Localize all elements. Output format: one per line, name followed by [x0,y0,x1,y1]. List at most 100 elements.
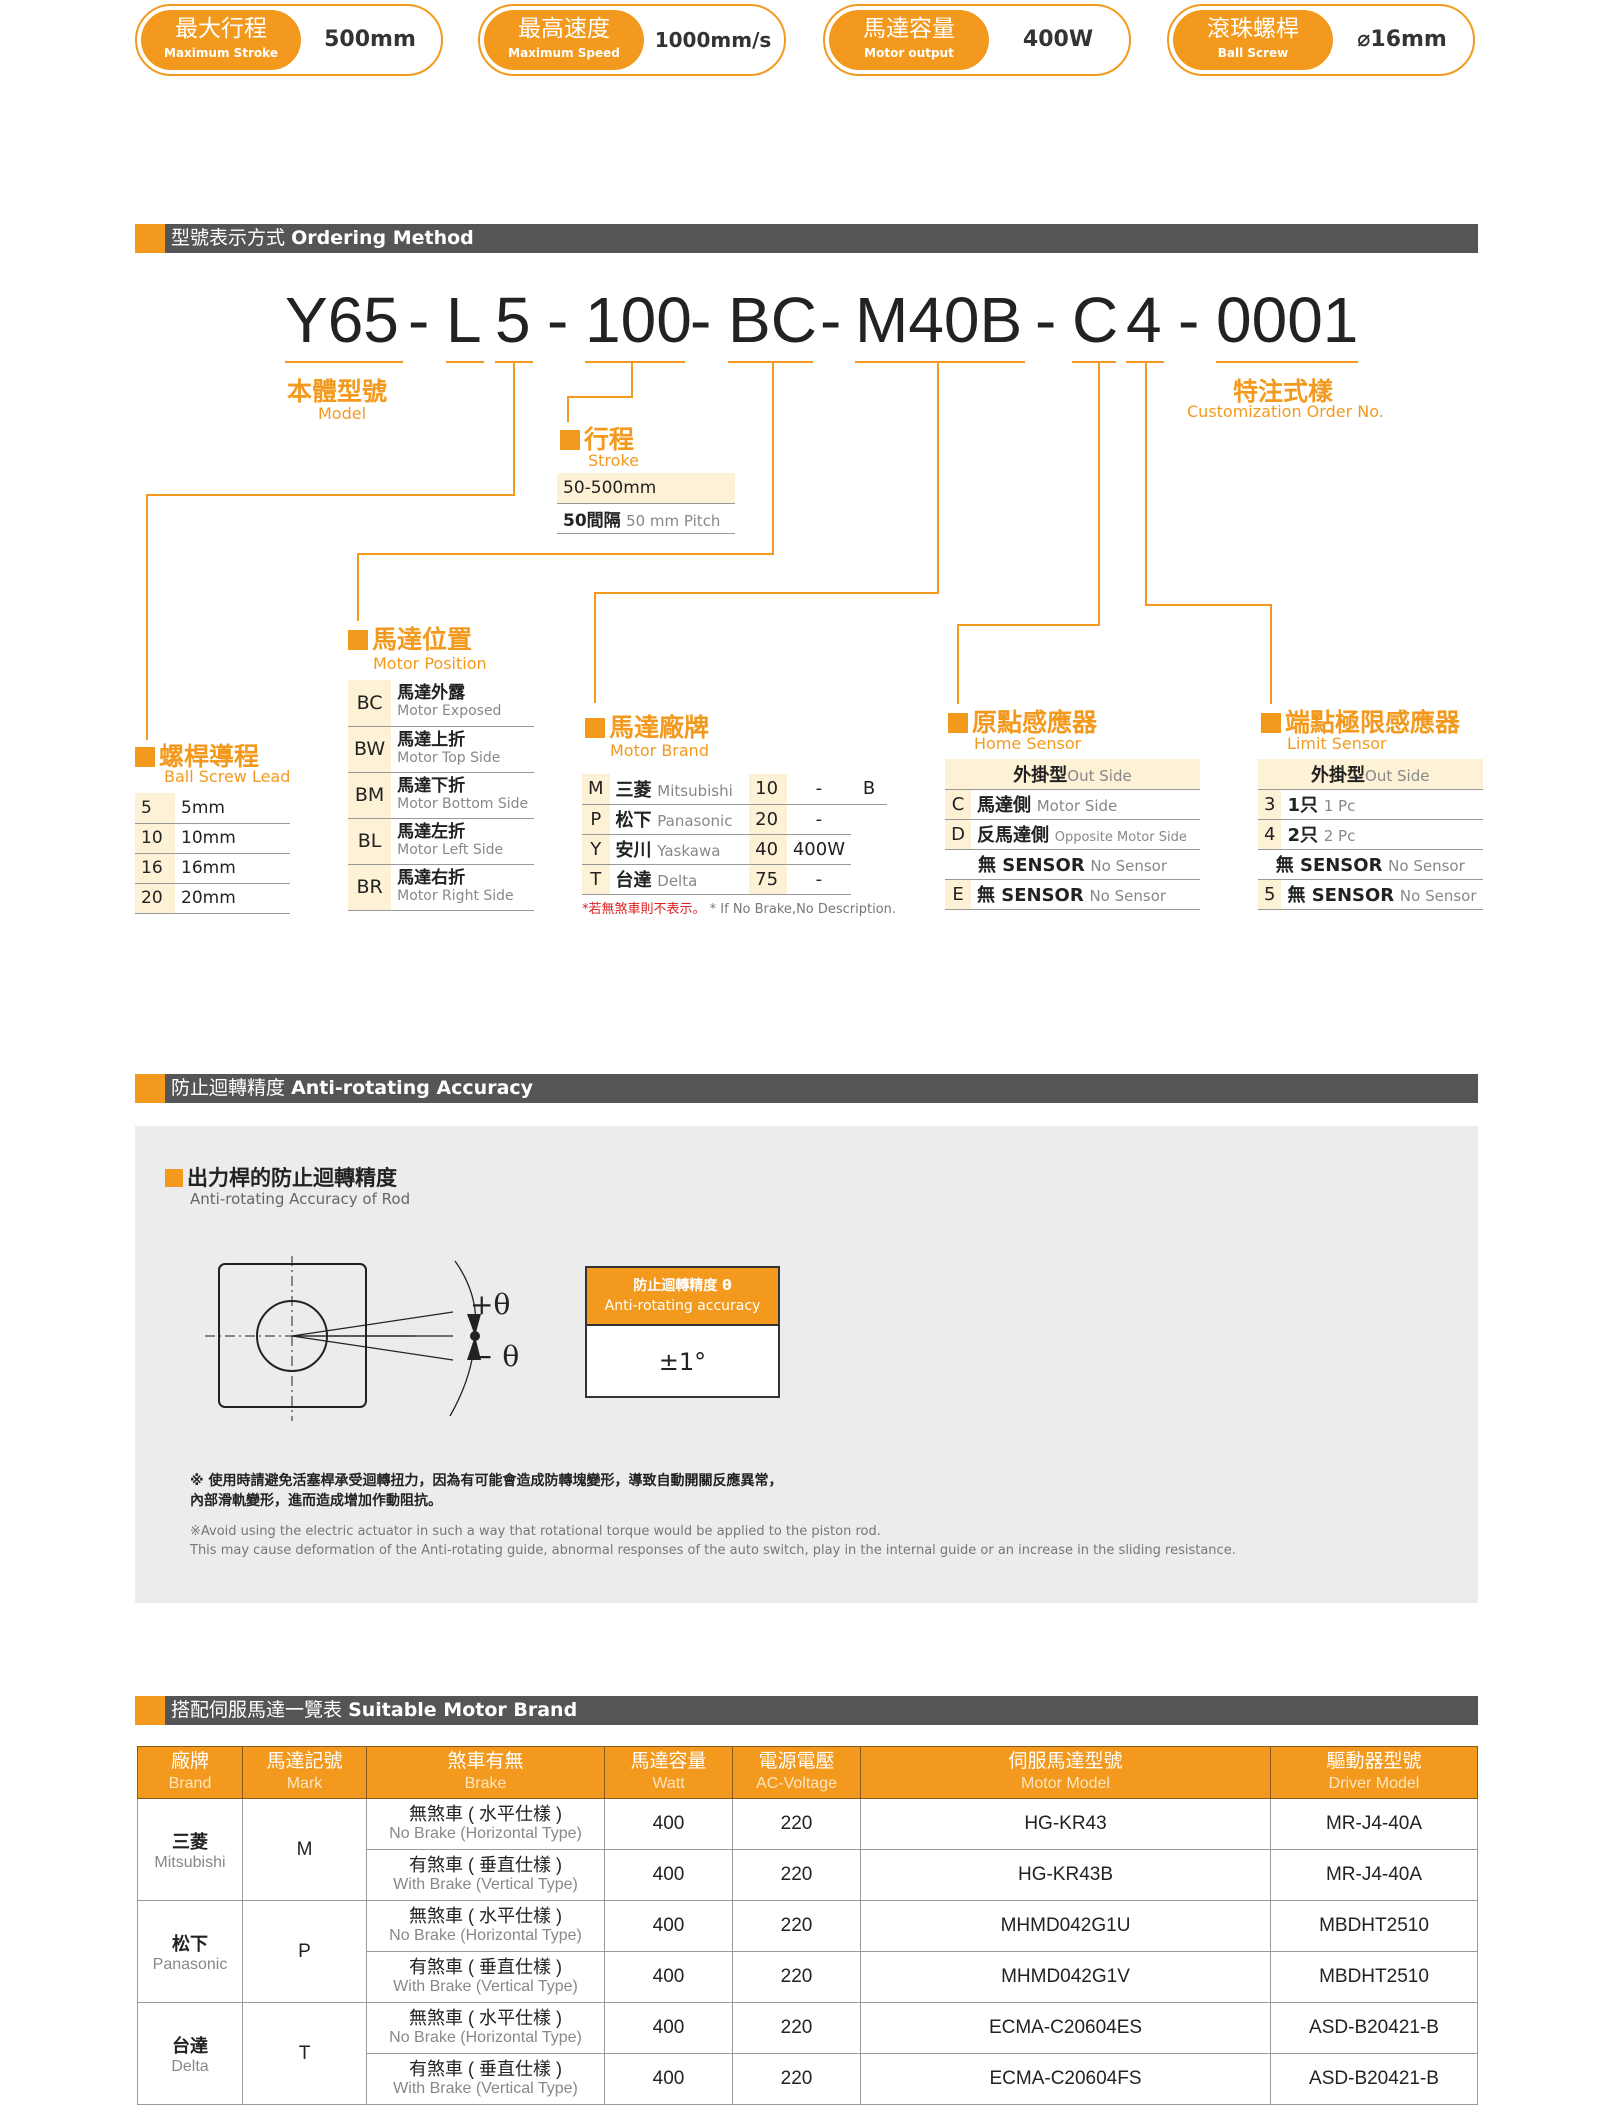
home-code: D [945,819,971,850]
brand-note-zh: *若無煞車則不表示。 [582,902,706,917]
position-code: BR [348,864,392,911]
limit-heading-text: 端點極限感應器 [1285,708,1461,737]
limit-code: 4 [1258,819,1282,850]
underline [285,361,403,363]
brand-name: 安川 Yaskawa [609,834,750,865]
anti-title: 出力桿的防止迴轉精度 [165,1162,397,1192]
brand-en: Delta [657,872,698,890]
stroke-range: 50-500mm [557,473,735,504]
driver-model-cell: ASD-B20421-B [1270,2002,1478,2054]
limit-en: 2 Pc [1323,827,1356,845]
square-bullet-icon [165,1169,183,1187]
volt-cell: 220 [732,1951,861,2003]
col-en: Brake [464,1774,507,1792]
leader-line [567,396,569,422]
section-title-en: Suitable Motor Brand [348,1699,578,1721]
limit-desc: 2只 2 Pc [1281,819,1483,850]
brake-zh: 有煞車 ( 垂直仕樣 ) [409,1957,562,1977]
section-bar-anti-rotating: 防止迴轉精度 Anti-rotating Accuracy [135,1074,1478,1103]
stroke-heading: 行程 [560,420,634,456]
brand-name: 松下 Panasonic [609,804,750,835]
brand-size: 40 [749,834,787,865]
table-row: 50間隔 50 mm Pitch [557,503,735,534]
stroke-table: 50-500mm 50間隔 50 mm Pitch [557,473,735,534]
table-row: 外掛型Out Side [1258,759,1483,790]
anti-note-zh: ※ 使用時請避免活塞桿承受迴轉扭力，因為有可能會造成防轉塊變形，導致自動開關反應… [190,1471,782,1511]
brake-cell: 有煞車 ( 垂直仕樣 )With Brake (Vertical Type) [366,1951,605,2003]
spec-value: 400W [1022,27,1094,52]
code-4: 4 [1126,284,1162,356]
brand-en: Mitsubishi [154,1853,226,1871]
code-5: 5 [495,284,531,356]
home-heading-text: 原點感應器 [972,708,1098,737]
section-title-en: Anti-rotating Accuracy [291,1077,534,1099]
limit-heading: 端點極限感應器 [1261,703,1460,739]
position-code: BC [348,680,392,727]
table-row: 無 SENSOR No Sensor [945,849,1200,880]
brand-code: Y [582,834,610,865]
col-zh: 廠牌 [170,1750,209,1772]
brake-cell: 有煞車 ( 垂直仕樣 )With Brake (Vertical Type) [366,1849,605,1901]
brand-zh: 松下 [172,1933,208,1954]
limit-zh: 無 SENSOR [1275,855,1383,876]
position-en: Motor Bottom Side [397,795,529,812]
motor-model-cell: MHMD042G1U [860,1900,1271,1952]
table-row: 50-500mm [557,473,735,504]
code-y65: Y65 [285,284,399,356]
brand-note: *若無煞車則不表示。 * If No Brake,No Description. [582,898,896,917]
accuracy-box-zh: 防止迴轉精度 θ [633,1278,732,1294]
position-en: Motor Left Side [397,841,504,858]
watt-cell: 400 [604,2002,733,2054]
brake-zh: 無煞車 ( 水平仕樣 ) [409,1906,562,1926]
brand-watt: - [786,804,851,835]
home-desc: 馬達側 Motor Side [971,789,1200,820]
brand-heading-text: 馬達廠牌 [609,713,710,742]
brand-size: 10 [749,774,787,805]
brand-brake [851,804,887,834]
brand-en: Panasonic [152,1955,228,1973]
brand-note-en: * If No Brake,No Description. [709,902,897,917]
code-dash: - [1035,284,1057,356]
motor-model-cell: HG-KR43 [860,1798,1271,1850]
brand-size: 20 [749,804,787,835]
home-en: Opposite Motor Side [1054,830,1187,845]
home-heading-en: Home Sensor [974,734,1082,753]
brand-zh: 台達 [615,870,652,891]
brake-zh: 無煞車 ( 水平仕樣 ) [409,1804,562,1824]
brand-code: P [582,804,610,835]
home-zh: 反馬達側 [977,825,1049,846]
brand-code: T [582,864,610,895]
brand-en: Panasonic [657,812,733,830]
square-bullet-icon [585,718,605,738]
mark-cell: P [242,1900,367,2003]
driver-model-cell: MBDHT2510 [1270,1900,1478,1952]
spec-value: 1000mm/s [654,28,772,52]
leader-line [772,362,774,555]
home-desc: 無 SENSOR No Sensor [945,849,1200,880]
driver-model-cell: MBDHT2510 [1270,1951,1478,2003]
brake-zh: 無煞車 ( 水平仕樣 ) [409,2008,562,2028]
section-bar-motor-brand: 搭配伺服馬達一覽表 Suitable Motor Brand [135,1696,1478,1725]
leader-line [957,624,959,704]
anti-note-en: ※Avoid using the electric actuator in su… [190,1522,1236,1560]
brake-cell: 無煞車 ( 水平仕樣 )No Brake (Horizontal Type) [366,1798,605,1850]
code-dash: - [408,284,430,356]
col-en: Mark [286,1774,323,1792]
